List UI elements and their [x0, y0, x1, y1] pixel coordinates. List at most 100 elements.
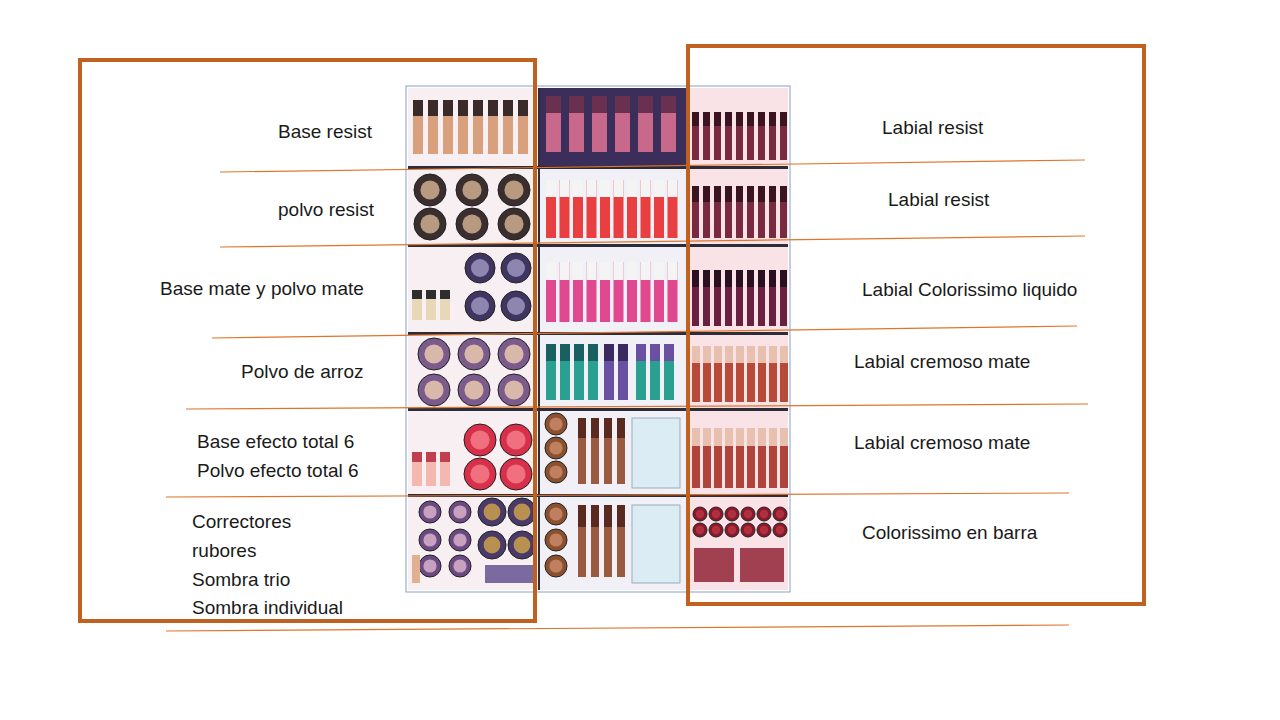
tube-cap: [600, 262, 610, 280]
compact-pan: [504, 180, 523, 199]
lipstick-tube: [600, 262, 610, 322]
shelf-divider: [538, 88, 540, 590]
lipstick-tube: [736, 270, 743, 326]
compact: [773, 507, 787, 521]
shelf-label: rubores: [192, 540, 256, 562]
compact-pan: [504, 380, 523, 399]
shelf-label: Colorissimo en barra: [862, 522, 1037, 544]
tube-cap: [747, 186, 754, 202]
lipstick-tube: [578, 505, 586, 577]
lipstick-tube: [725, 270, 732, 326]
compact: [757, 523, 771, 537]
tube-cap: [638, 96, 653, 113]
lipstick-tube: [714, 112, 721, 160]
compact-pan: [712, 510, 720, 518]
compact-pan: [696, 526, 704, 534]
compact-pan: [453, 505, 466, 518]
lipstick-tube: [546, 344, 556, 400]
lipstick-tube: [604, 418, 612, 484]
compact: [693, 523, 707, 537]
tube-cap: [661, 96, 676, 113]
tube-cap: [587, 180, 597, 197]
tube-cap: [758, 270, 765, 287]
tube-cap: [725, 112, 732, 126]
leader-line: [220, 160, 1085, 172]
compact-pan: [470, 464, 489, 483]
lipstick-tube: [736, 112, 743, 160]
lipstick-tube: [725, 112, 732, 160]
tube-cap: [692, 112, 699, 126]
shelf-label: Labial cremoso mate: [854, 351, 1030, 373]
tube-cap: [412, 452, 422, 462]
lipstick-tube: [736, 186, 743, 238]
tube-cap: [747, 428, 755, 446]
compact-pan: [514, 504, 531, 521]
tube-cap: [473, 100, 483, 116]
compact-pan: [696, 510, 704, 518]
lipstick-tube: [769, 428, 777, 488]
compact: [498, 174, 530, 206]
lipstick-tube: [725, 428, 733, 488]
compact-pan: [712, 526, 720, 534]
compact-pan: [504, 214, 523, 233]
lipstick-tube: [736, 346, 744, 402]
lipstick-tube: [668, 262, 678, 322]
shelf-label: Base efecto total 6: [197, 431, 354, 453]
tube-cap: [627, 262, 637, 280]
lipstick-tube: [618, 344, 628, 400]
tube-cap: [714, 346, 722, 363]
lipstick-tube: [725, 346, 733, 402]
lipstick-tube: [641, 262, 651, 322]
tube-cap: [569, 96, 584, 113]
tube-cap: [560, 344, 570, 361]
tube-cap: [574, 344, 584, 361]
lipstick-tube: [747, 186, 754, 238]
tube-cap: [725, 346, 733, 363]
compact: [741, 507, 755, 521]
lipstick-tube: [769, 346, 777, 402]
compact-pan: [464, 344, 483, 363]
lipstick-tube: [560, 344, 570, 400]
shelf-label: Base mate y polvo mate: [160, 278, 364, 300]
compact: [693, 507, 707, 521]
lipstick-tube: [560, 180, 570, 238]
shelf-label: Labial resist: [888, 189, 989, 211]
tube-cap: [641, 180, 651, 197]
lipstick-tube: [617, 505, 625, 577]
compact-pan: [471, 297, 489, 315]
tube-cap: [736, 112, 743, 126]
compact-pan: [507, 297, 525, 315]
shelf-label: Labial Colorissimo liquido: [862, 279, 1077, 301]
tube-cap: [426, 290, 436, 299]
tube-cap: [780, 428, 788, 446]
lipstick-tube: [714, 270, 721, 326]
tube-cap: [443, 100, 453, 116]
compact: [464, 458, 496, 490]
compact: [458, 338, 490, 370]
lipstick-tube: [714, 428, 722, 488]
tube-cap: [769, 112, 776, 126]
lipstick-tube: [747, 428, 755, 488]
compact: [498, 208, 530, 240]
tube-cap: [714, 428, 722, 446]
lipstick-tube: [587, 262, 597, 322]
compact-pan: [728, 526, 736, 534]
tube-cap: [692, 428, 700, 446]
shelf-label: Polvo efecto total 6: [197, 460, 359, 482]
lipstick-tube: [412, 290, 422, 320]
lipstick-tube: [703, 186, 710, 238]
tube-cap: [703, 270, 710, 287]
lipstick-tube: [627, 180, 637, 238]
tube-cap: [614, 262, 624, 280]
tube-cap: [591, 505, 599, 527]
compact: [545, 529, 567, 551]
concealer: [412, 555, 420, 583]
lipstick-tube: [615, 96, 630, 152]
compact-pan: [549, 465, 562, 478]
compact: [449, 555, 471, 577]
tube-cap: [703, 428, 711, 446]
tube-cap: [714, 112, 721, 126]
leader-line: [186, 404, 1088, 409]
compact-pan: [549, 507, 562, 520]
compact: [545, 437, 567, 459]
